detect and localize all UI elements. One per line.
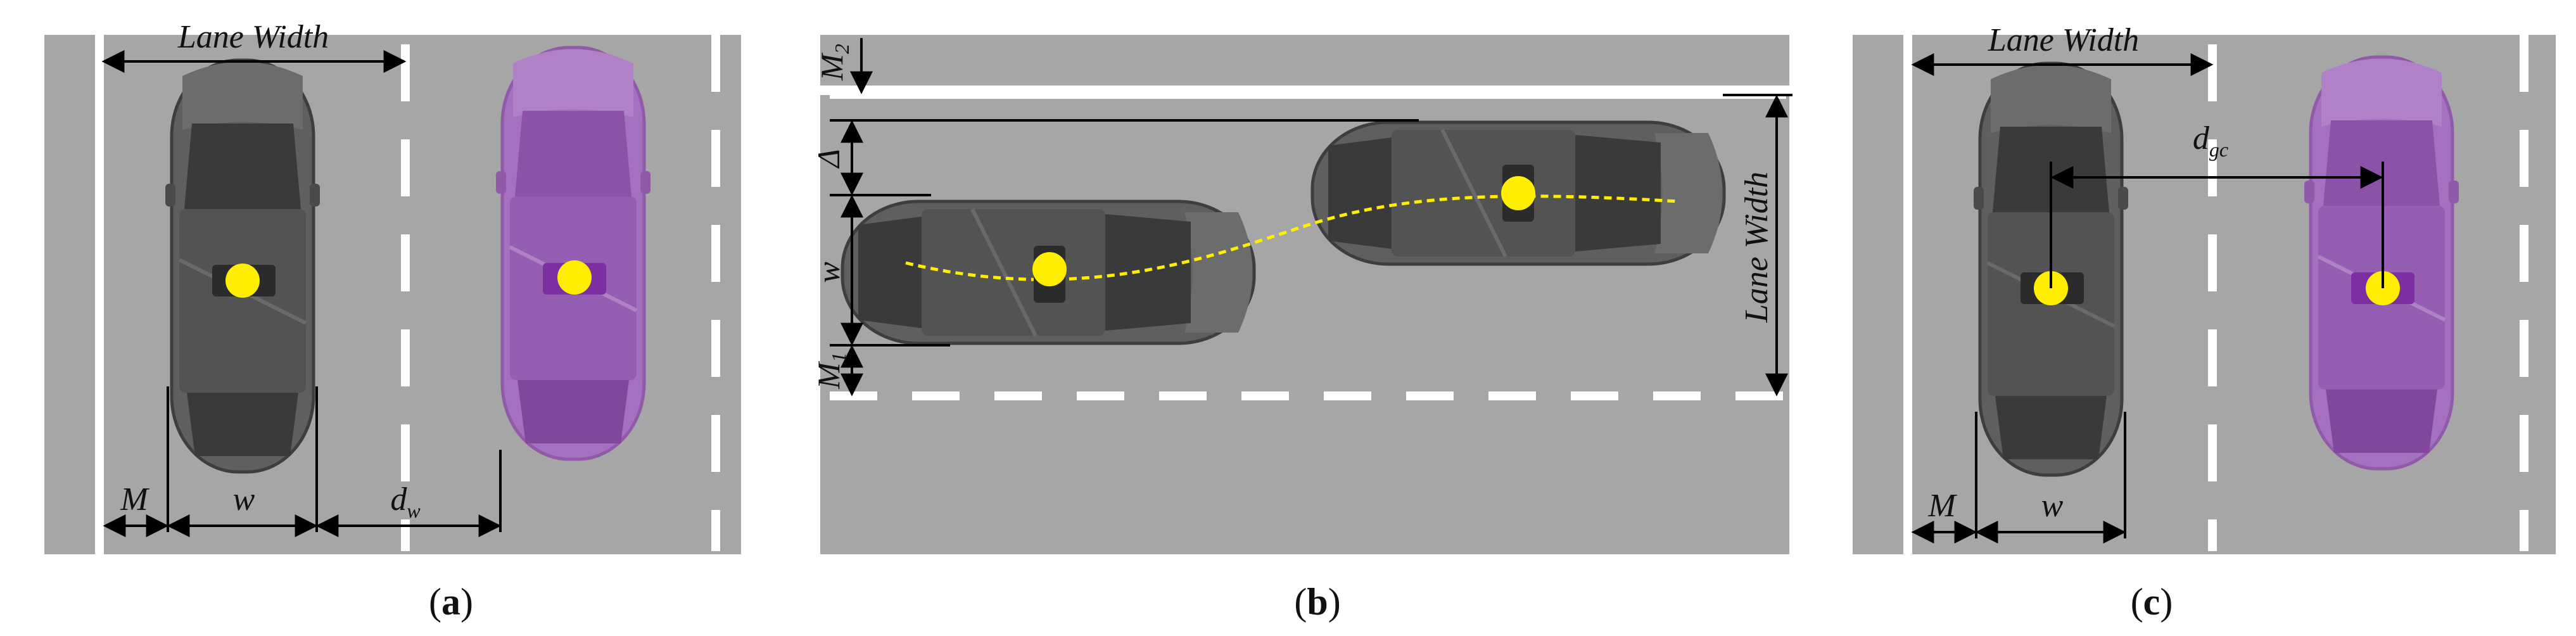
m2-label-b: M2: [814, 44, 853, 81]
caption-c: (c): [2131, 581, 2173, 623]
panel-a: Lane Width M w dw (a): [44, 19, 741, 623]
distance-label-c: dgc: [2193, 120, 2228, 161]
width-label-a: w: [233, 481, 255, 518]
other-car-a: [496, 48, 650, 459]
road-edge-line-c: [1903, 35, 1912, 554]
caption-b: (b): [1294, 581, 1340, 623]
other-center-point-a: [557, 260, 592, 295]
road-edge-line-a: [95, 35, 104, 554]
delta-label-b: Δ: [811, 149, 846, 169]
lane-width-label-a: Lane Width: [177, 19, 329, 55]
width-label-b: w: [811, 262, 846, 283]
road-top-strip-b: [820, 35, 1789, 86]
distance-label-a: dw: [390, 481, 421, 522]
other-center-point-b: [1501, 176, 1535, 210]
margin-label-c: M: [1927, 488, 1957, 524]
ego-center-point-b: [1032, 252, 1067, 286]
ego-center-point-a: [225, 264, 260, 298]
panel-c: Lane Width dgc M w (c): [1853, 22, 2556, 623]
caption-a: (a): [429, 581, 473, 623]
panel-b: M2 Δ w M1 Lane Width (b): [811, 35, 1792, 623]
lane-width-label-b: Lane Width: [1739, 172, 1775, 323]
width-label-c: w: [2041, 488, 2064, 524]
lane-width-label-c: Lane Width: [1988, 22, 2139, 58]
m1-label-b: M1: [811, 352, 850, 390]
margin-label-a: M: [120, 481, 149, 518]
